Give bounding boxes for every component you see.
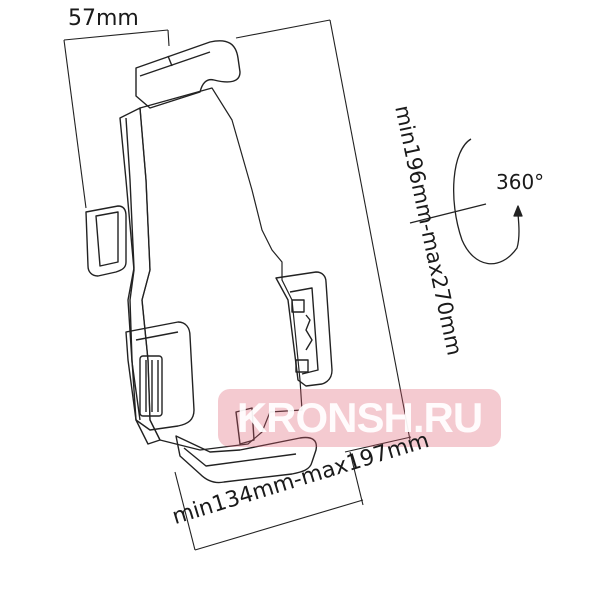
dimension-line-width [174,451,364,551]
rotation-arrow-icon [409,138,523,265]
rotation-label: 360° [496,170,545,194]
depth-dimension-label: 57mm [68,6,139,31]
watermark-badge: KRONSH.RU [218,389,501,447]
holder-frame [85,40,333,484]
dimension-line-height [235,19,412,453]
watermark-text: KRONSH.RU [236,394,483,441]
dimension-line-depth [63,29,170,209]
